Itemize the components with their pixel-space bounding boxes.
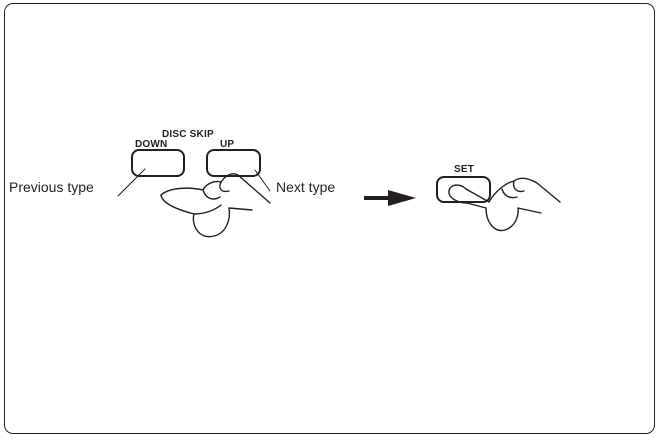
set-button[interactable] — [436, 176, 491, 203]
up-button[interactable] — [206, 149, 261, 177]
next-leader-line — [254, 169, 271, 192]
set-button-label: SET — [454, 164, 475, 175]
arrow-right-icon — [364, 190, 416, 206]
previous-leader-line — [117, 168, 146, 197]
disc-skip-label: DISC SKIP — [162, 129, 214, 140]
down-button[interactable] — [131, 149, 185, 177]
pressing-hand-icon — [160, 173, 271, 238]
down-button-label: DOWN — [135, 139, 168, 150]
pressing-hand-icon — [448, 177, 561, 232]
next-type-label: Next type — [276, 179, 336, 195]
up-button-label: UP — [220, 139, 235, 150]
previous-type-label: Previous type — [9, 179, 94, 195]
diagram-frame — [4, 3, 655, 434]
